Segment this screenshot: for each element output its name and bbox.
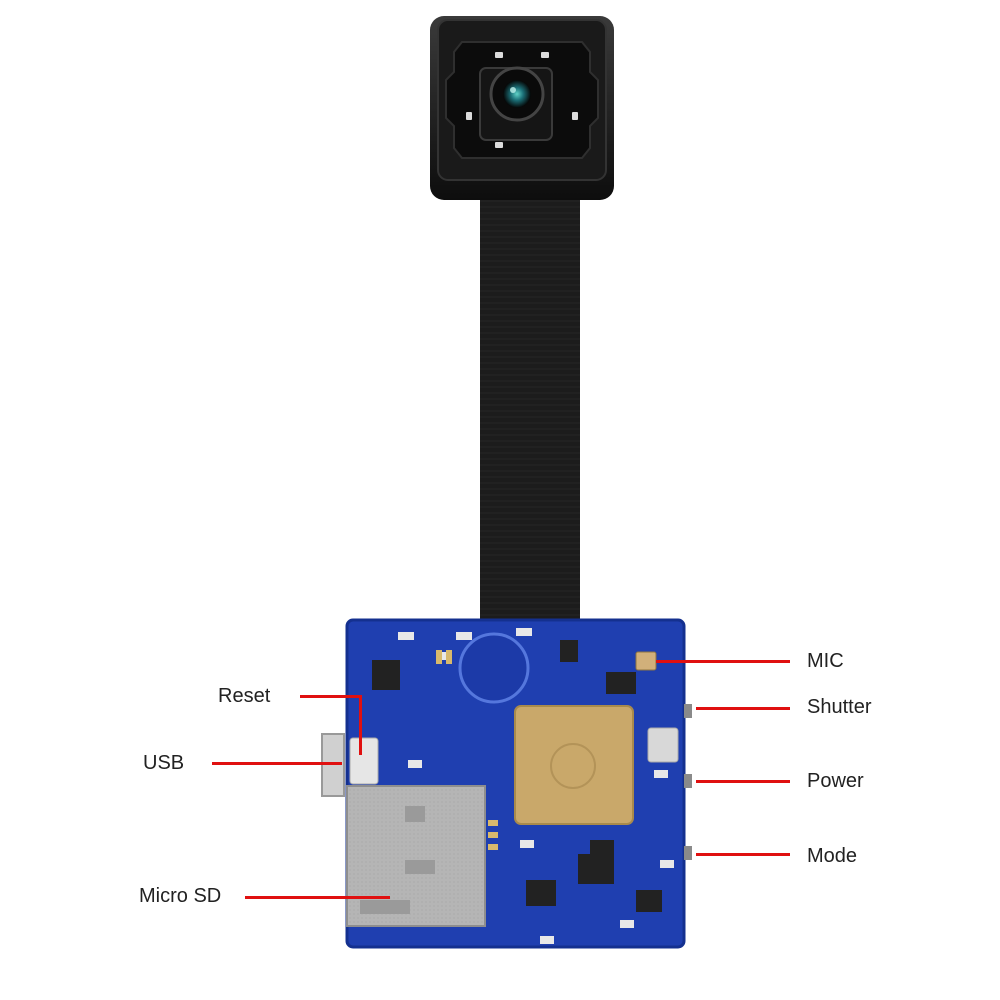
usb-label: USB [143, 752, 185, 774]
reset-button [349, 737, 379, 785]
usb-leader [212, 762, 342, 765]
reset-label: Reset [218, 685, 271, 707]
reset-leader [300, 695, 362, 698]
power-leader [696, 780, 790, 783]
micro-sd-label: Micro SD [139, 885, 222, 907]
mode-switch [684, 846, 692, 860]
power-switch [684, 774, 692, 788]
pcb-board [321, 618, 692, 949]
mic-component [635, 651, 657, 671]
shutter-label: Shutter [807, 696, 872, 718]
shutter-switch [684, 704, 692, 718]
camera-head [430, 16, 614, 200]
mic-leader [656, 660, 790, 663]
mic-label: MIC [807, 650, 844, 672]
reset-leader-vertical [359, 695, 362, 755]
mode-leader [696, 853, 790, 856]
ribbon-cable [480, 198, 580, 630]
micro-sd-leader [245, 896, 390, 899]
power-label: Power [807, 770, 864, 792]
main-chip-shield [514, 705, 634, 825]
shutter-leader [696, 707, 790, 710]
mode-label: Mode [807, 845, 858, 867]
usb-port [321, 733, 345, 797]
